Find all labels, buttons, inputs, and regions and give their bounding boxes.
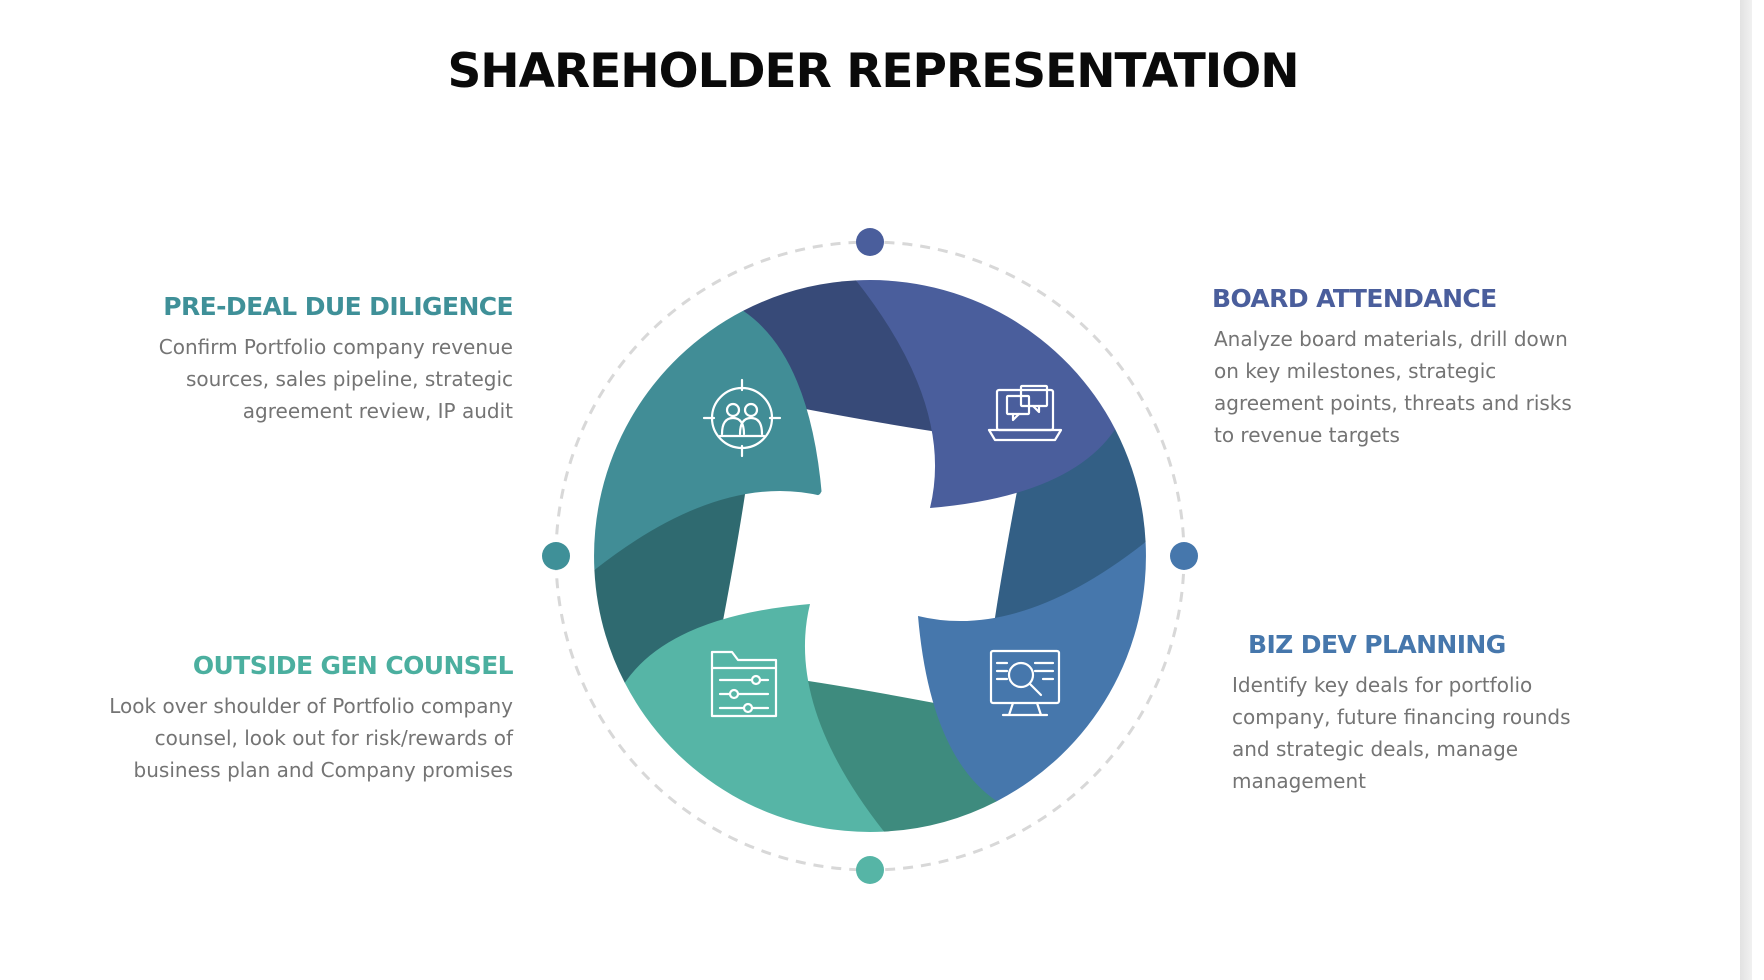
search-monitor-icon — [989, 649, 1061, 717]
page-title: SHAREHOLDER REPRESENTATION — [447, 44, 1299, 99]
pre-deal-heading: PRE-DEAL DUE DILIGENCE — [163, 292, 513, 321]
biz-dev-line: Identify key deals for portfolio — [1232, 673, 1533, 697]
board-heading: BOARD ATTENDANCE — [1212, 284, 1497, 313]
orbit-dot-right — [1170, 542, 1198, 570]
biz-dev-line: company, future financing rounds — [1232, 705, 1571, 729]
board-blade — [856, 280, 1116, 508]
gen-counsel-block: OUTSIDE GEN COUNSEL Look over shoulder o… — [40, 651, 513, 786]
counsel-blade — [624, 604, 885, 832]
team-target-icon — [702, 378, 782, 458]
gen-counsel-line: Look over shoulder of Portfolio company — [109, 694, 513, 718]
board-line: Analyze board materials, drill down — [1214, 327, 1568, 351]
biz-dev-block: BIZ DEV PLANNING Identify key deals for … — [1232, 630, 1732, 797]
gen-counsel-line: counsel, look out for risk/rewards of — [154, 726, 513, 750]
chat-laptop-icon — [987, 384, 1063, 442]
folder-settings-icon — [710, 650, 778, 718]
orbit-dot-left — [542, 542, 570, 570]
pre-deal-line: agreement review, IP audit — [242, 399, 513, 423]
pre-deal-line: Confirm Portfolio company revenue — [158, 335, 513, 359]
gen-counsel-line: business plan and Company promises — [133, 758, 513, 782]
board-line: to revenue targets — [1214, 423, 1400, 447]
board-line: agreement points, threats and risks — [1214, 391, 1572, 415]
gen-counsel-text: Look over shoulder of Portfolio company … — [40, 690, 513, 786]
prediligence-blade — [594, 310, 822, 571]
board-line: on key milestones, strategic — [1214, 359, 1497, 383]
biz-dev-line: management — [1232, 769, 1366, 793]
orbit-dot-top — [856, 228, 884, 256]
biz-dev-line: and strategic deals, manage — [1232, 737, 1519, 761]
biz-dev-heading: BIZ DEV PLANNING — [1248, 630, 1506, 659]
window-edge — [1740, 0, 1752, 980]
biz-dev-text: Identify key deals for portfolio company… — [1232, 669, 1732, 797]
pinwheel-diagram — [542, 228, 1198, 884]
gen-counsel-heading: OUTSIDE GEN COUNSEL — [192, 651, 514, 680]
pre-deal-line: sources, sales pipeline, strategic — [185, 367, 513, 391]
orbit-dot-bottom — [856, 856, 884, 884]
board-text: Analyze board materials, drill down on k… — [1212, 323, 1732, 451]
board-block: BOARD ATTENDANCE Analyze board materials… — [1212, 284, 1732, 451]
center-clover — [767, 453, 973, 659]
pre-deal-block: PRE-DEAL DUE DILIGENCE Confirm Portfolio… — [40, 292, 514, 427]
pre-deal-text: Confirm Portfolio company revenue source… — [40, 331, 513, 427]
